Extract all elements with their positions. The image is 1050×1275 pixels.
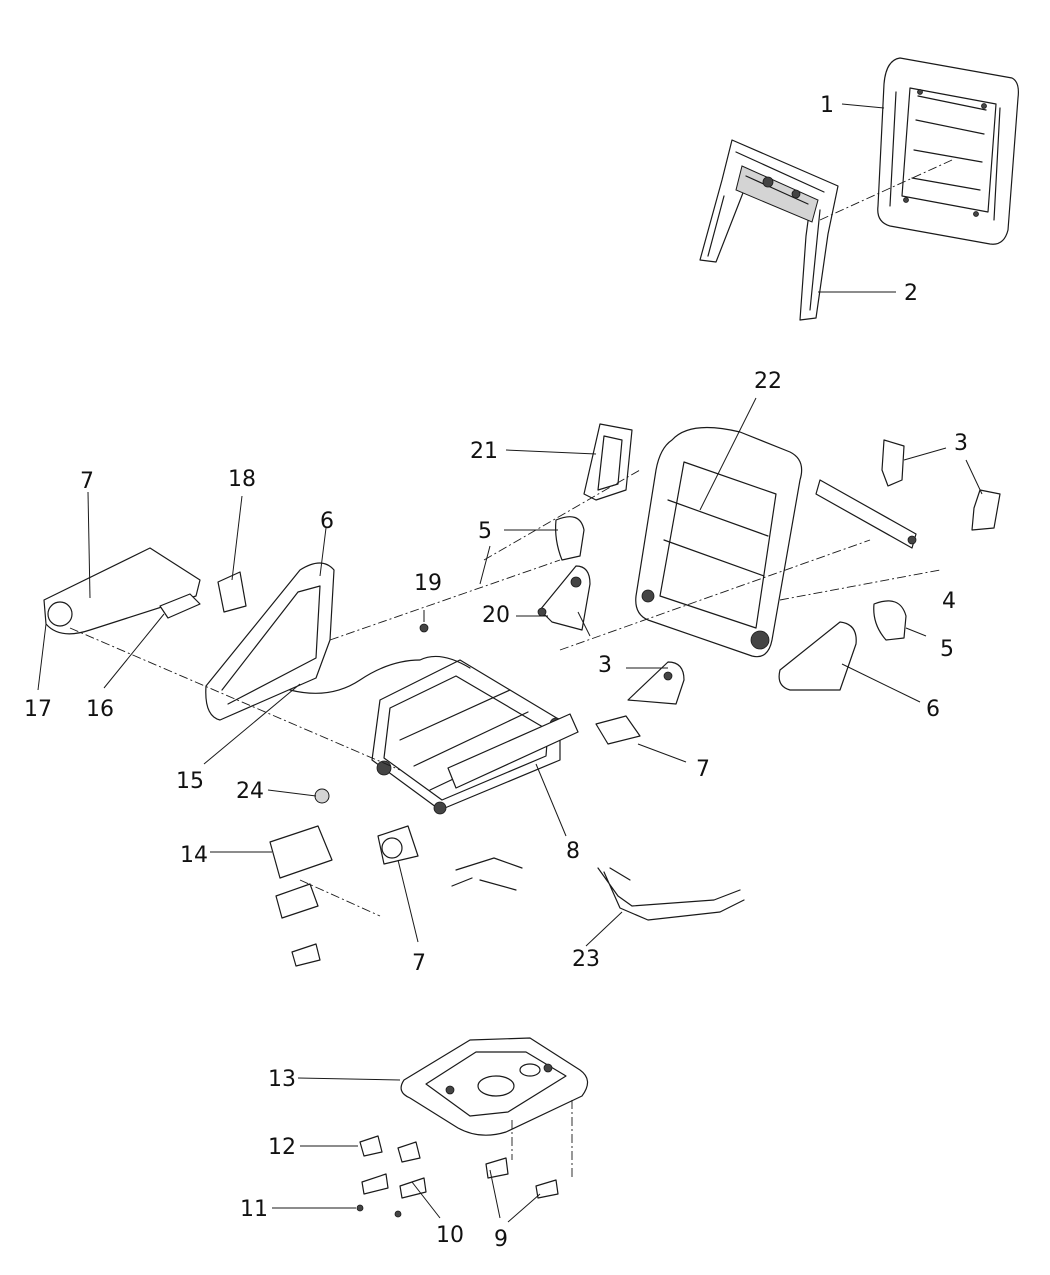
lower-harness: [451, 857, 523, 891]
fastener-19: [419, 623, 429, 633]
screw-11a: [356, 1204, 364, 1212]
seat-track-rail: [447, 713, 579, 789]
phantom-line-3: [329, 559, 561, 641]
callout-3a: 3: [954, 431, 968, 456]
callout-16: 16: [86, 697, 114, 722]
cross-bar: [815, 479, 917, 549]
callout-18: 18: [228, 467, 256, 492]
callout-23: 23: [572, 947, 600, 972]
phantom-line-2: [483, 469, 641, 561]
callout-9: 9: [494, 1227, 508, 1252]
grommet: [314, 788, 330, 804]
callout-6a: 6: [320, 509, 334, 534]
callout-8: 8: [566, 839, 580, 864]
callout-21: 21: [470, 439, 498, 464]
recliner-plate-left: [539, 565, 591, 631]
seat-back-panel: [877, 57, 1019, 245]
callout-10: 10: [436, 1223, 464, 1248]
recliner-plate-right: [627, 661, 685, 705]
control-module: [269, 825, 333, 967]
fastener-20: [537, 607, 547, 617]
callout-5b: 5: [940, 637, 954, 662]
callout-3b: 3: [598, 653, 612, 678]
seat-back-frame: [699, 139, 839, 321]
callout-7b: 7: [696, 757, 710, 782]
seat-pan: [400, 1037, 589, 1136]
callout-7a: 7: [80, 469, 94, 494]
callout-1: 1: [820, 93, 834, 118]
callout-22: 22: [754, 369, 782, 394]
callout-13: 13: [268, 1067, 296, 1092]
callout-2: 2: [904, 281, 918, 306]
callout-6b: 6: [926, 697, 940, 722]
phantom-line-5: [779, 569, 941, 601]
callout-labels: 1 2 22 21 3 5 4 5 6 19 20 3 3 7 8 7 18 6…: [24, 93, 968, 1252]
wiring-harness: [289, 655, 471, 694]
callout-5a: 5: [478, 519, 492, 544]
callout-15: 15: [176, 769, 204, 794]
callout-19: 19: [414, 571, 442, 596]
callout-20: 20: [482, 603, 510, 628]
callout-4: 4: [942, 589, 956, 614]
cover-right: [873, 600, 907, 641]
callout-12: 12: [268, 1135, 296, 1160]
side-trim-panel: [583, 423, 633, 501]
clip-set-10: [361, 1173, 427, 1199]
trim-bracket-right: [595, 715, 641, 745]
leader-lines: [37, 103, 983, 1223]
callout-24: 24: [236, 779, 264, 804]
side-trim-left: [43, 547, 201, 635]
clip-set-12: [359, 1135, 421, 1163]
seat-frame-upper: [635, 426, 803, 658]
adjust-handle: [159, 593, 201, 619]
phantom-line-6: [299, 879, 381, 917]
phantom-line-4: [559, 539, 871, 651]
callout-14: 14: [180, 843, 208, 868]
clip-set-9: [485, 1157, 559, 1199]
cover-left: [555, 516, 585, 561]
bracket-upper: [881, 439, 905, 487]
trim-cover-lower: [377, 825, 419, 865]
support-bracket: [597, 867, 745, 921]
phantom-line-1: [69, 627, 401, 771]
bracket-right: [971, 489, 1001, 531]
screw-11b: [394, 1210, 402, 1218]
phantom-line-back: [819, 159, 953, 221]
callout-11: 11: [240, 1197, 268, 1222]
callout-7c: 7: [412, 951, 426, 976]
callout-17: 17: [24, 697, 52, 722]
side-shield-right: [778, 621, 857, 691]
